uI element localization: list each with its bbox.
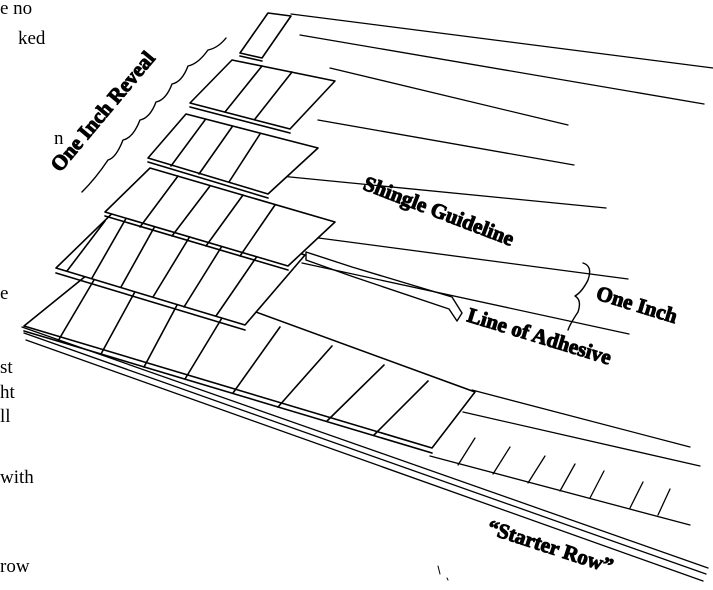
guideline: [329, 67, 569, 126]
one-inch-brace: [567, 262, 591, 331]
shingle-course-5: [189, 59, 336, 134]
shingle-tab: [91, 207, 133, 279]
shingle-tab: [254, 71, 293, 120]
label-one-inch-reveal: One Inch Reveal: [45, 46, 159, 176]
shingle-edge-shadow: [23, 330, 433, 454]
guideline: [279, 175, 607, 209]
shingle-tab: [232, 326, 281, 394]
starter-strip-divider: [492, 446, 511, 475]
shingle-tab: [326, 364, 385, 422]
guideline: [471, 389, 691, 448]
starter-strip-divider: [559, 463, 576, 492]
cropped-text-fragment: e no: [0, 0, 33, 19]
starter-strip-divider: [657, 488, 671, 516]
label-one-inch: One Inch: [594, 281, 681, 328]
shingle: [189, 59, 336, 130]
label-line-of-adhesive: Line of Adhesive: [465, 303, 615, 370]
shingle-tab: [373, 380, 429, 436]
reveal-brace: [81, 37, 227, 193]
guidelines: [279, 13, 713, 467]
cropped-text-fragment: n: [54, 128, 64, 149]
guideline: [290, 13, 713, 69]
starter-strip-divider: [457, 437, 476, 466]
shingle: [239, 12, 292, 59]
shingle-course-2: [55, 197, 306, 331]
adhesive-bead: [305, 251, 463, 322]
shingle-tab: [205, 194, 244, 247]
stray-mark: [437, 565, 441, 575]
shingle-tab: [120, 216, 161, 288]
shingle-tab: [170, 119, 206, 167]
guideline: [301, 262, 630, 335]
label-starter-row: “Starter Row”: [484, 515, 616, 578]
shingle-edge-shadow: [147, 161, 269, 199]
shingle: [147, 113, 319, 195]
shingle-edge-shadow: [104, 215, 289, 271]
shingle-edge-shadow: [55, 272, 246, 331]
shingle-tab: [66, 220, 106, 272]
guideline: [317, 119, 575, 166]
shingle-tab: [239, 204, 276, 257]
shingle-course-3: [104, 167, 336, 271]
guideline: [462, 411, 701, 467]
shingle-edge-shadow: [189, 106, 291, 134]
shingle-tab: [198, 126, 233, 175]
cropped-text-fragment: e: [0, 283, 9, 304]
shingle-tab: [224, 65, 263, 113]
shingle-course-1: [23, 257, 476, 454]
cropped-text-fragment: with: [0, 467, 34, 488]
shingle: [104, 167, 336, 267]
starter-strip-divider: [589, 470, 605, 499]
starter-row: [21, 326, 709, 582]
cropped-text-fragment: st: [0, 357, 13, 378]
cropped-text-fragment: row: [0, 556, 30, 577]
shingle-course-4: [147, 113, 319, 199]
starter-row-edge: [21, 326, 709, 569]
cropped-text-fragment: ht: [0, 382, 15, 403]
stray-mark: [446, 577, 449, 581]
label-shingle-guideline: Shingle Guideline: [360, 171, 517, 250]
cropped-text-fragment: ked: [18, 28, 46, 49]
shingle-tab: [277, 345, 333, 408]
cropped-text-fragment: ll: [0, 406, 11, 427]
guideline: [299, 34, 705, 105]
starter-strip-divider: [629, 481, 644, 509]
starter-strip-divider: [527, 455, 546, 484]
shingle-tab: [152, 227, 196, 298]
guideline: [295, 234, 629, 280]
shingle-tab: [184, 307, 229, 380]
starter-row-edge: [23, 332, 707, 575]
starter-row-edge: [25, 339, 704, 582]
shingle-tab: [228, 133, 261, 183]
shingle-tab: [171, 185, 211, 237]
shingle-tab: [139, 175, 179, 228]
shingle-edge-shadow: [239, 55, 263, 62]
shingle-course-6: [239, 12, 292, 62]
